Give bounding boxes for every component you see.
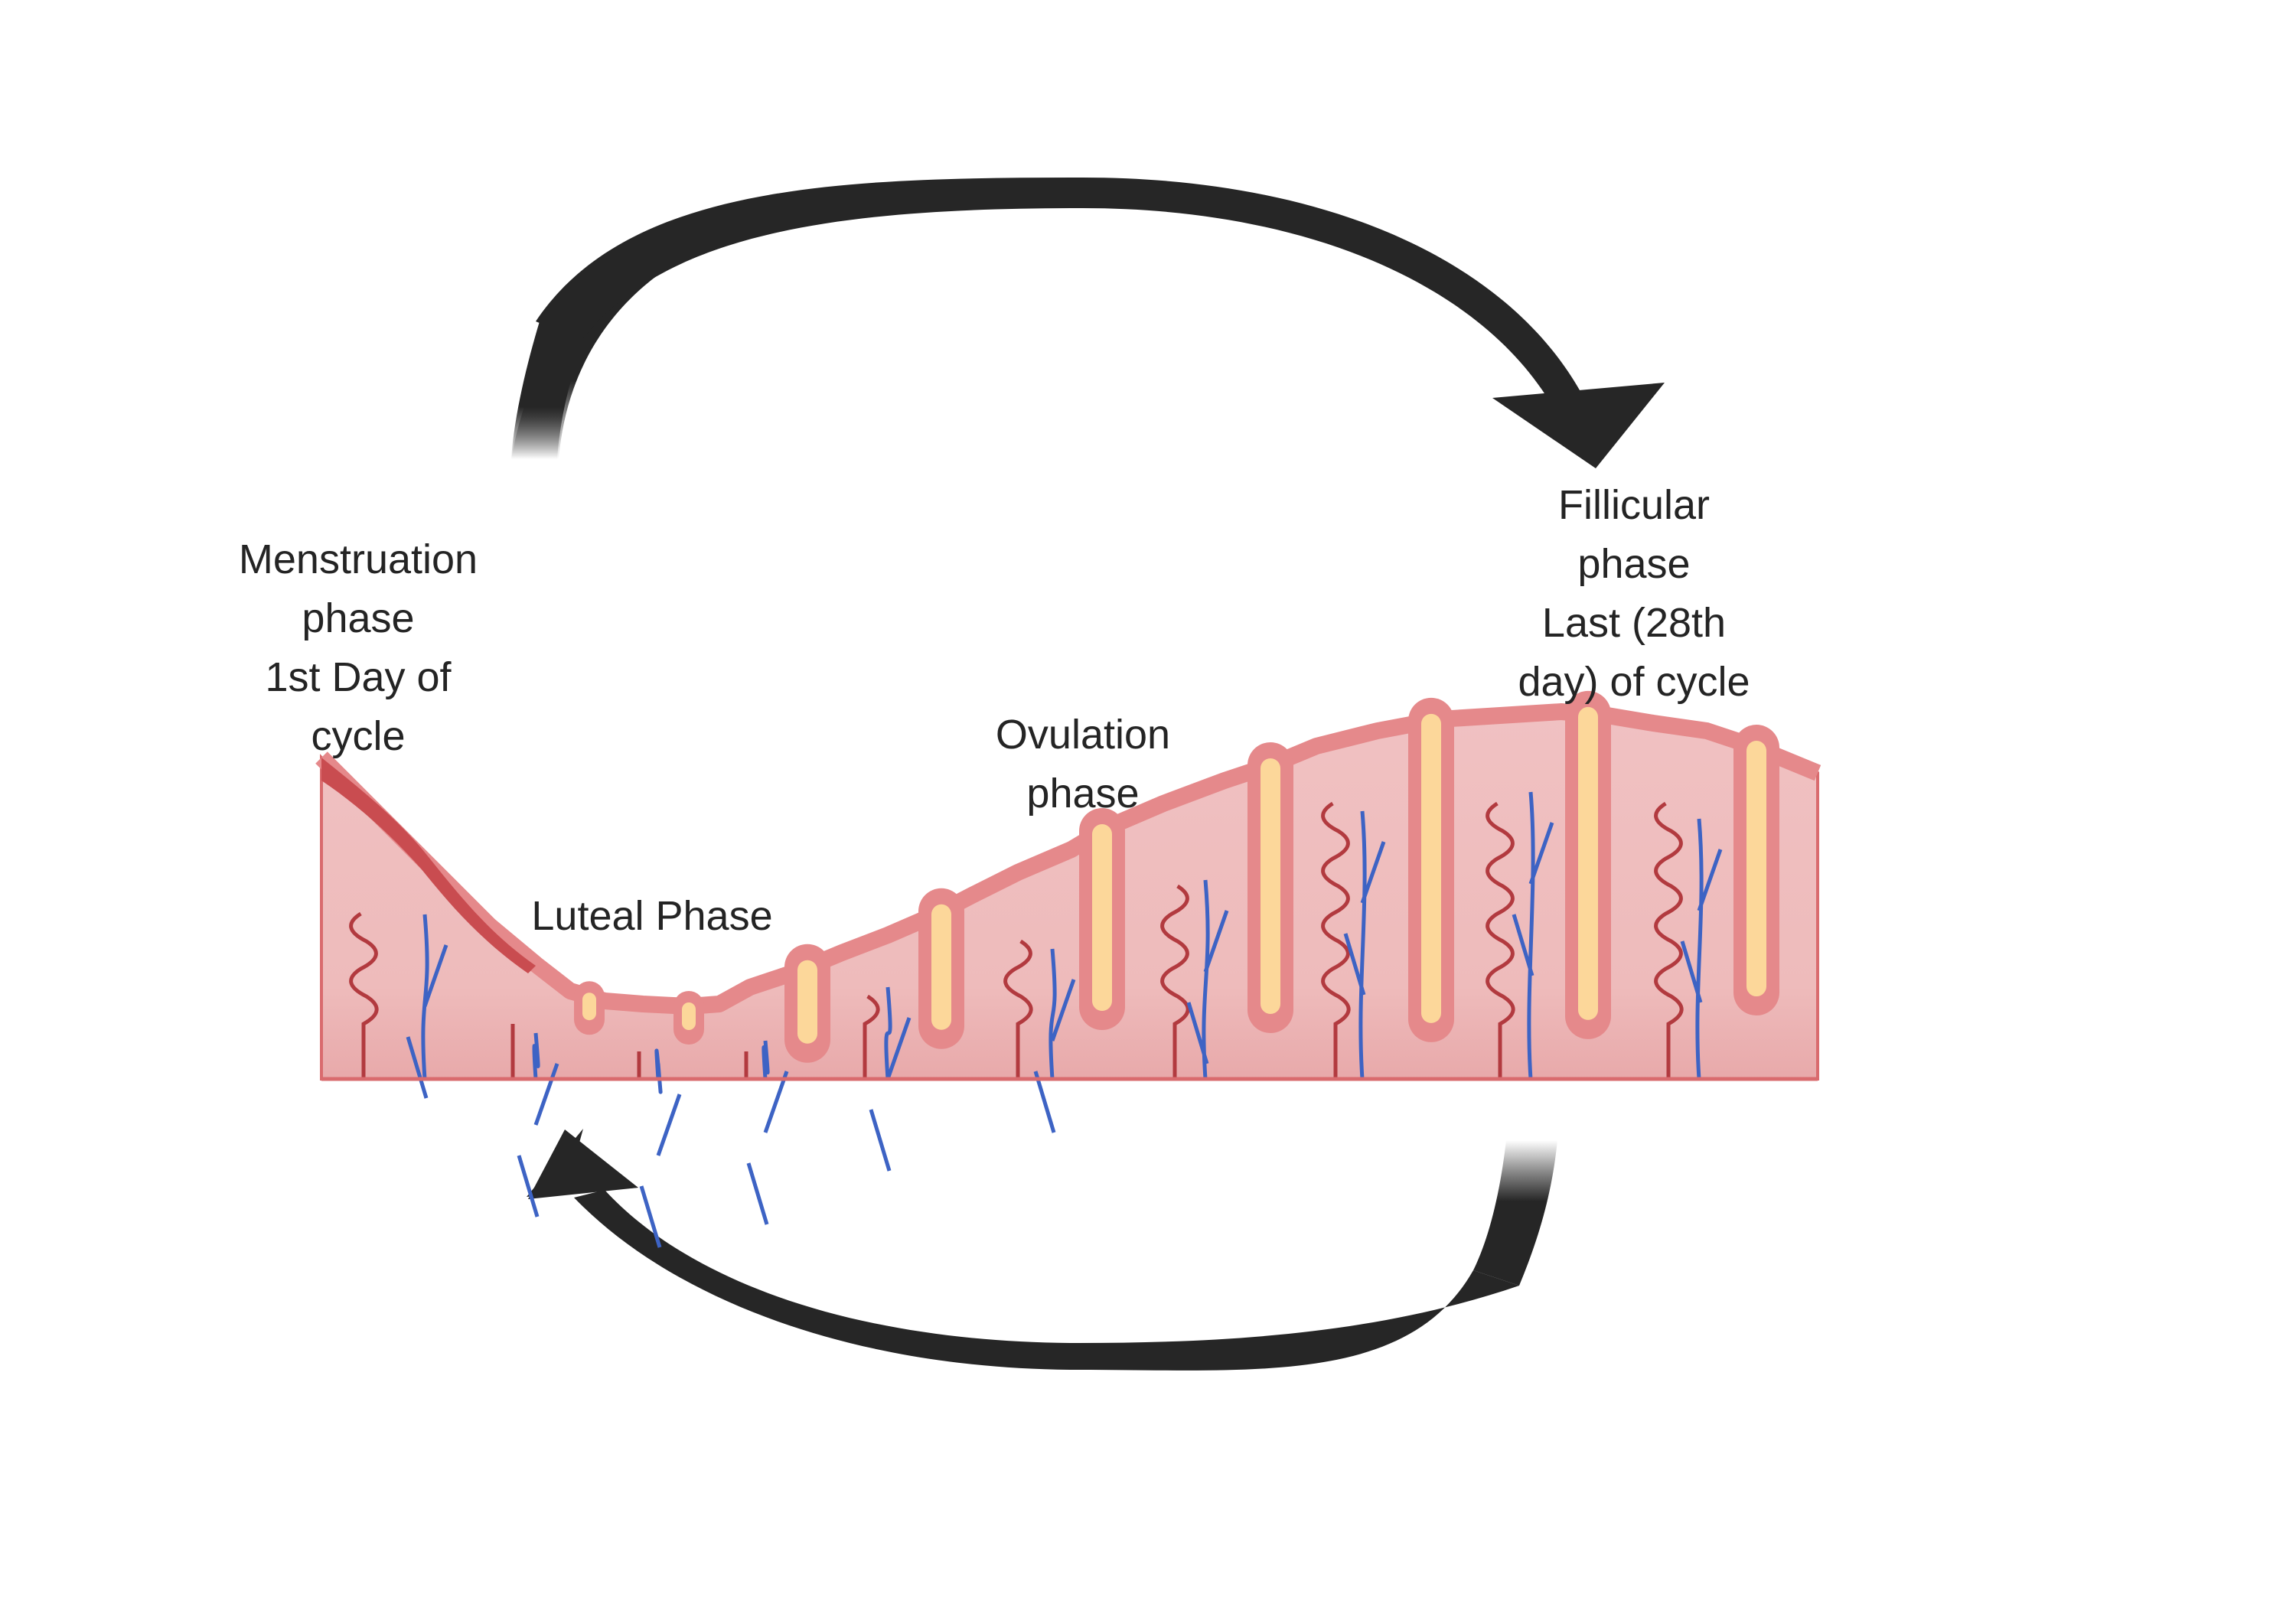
bottom-cycle-arrow xyxy=(527,1129,1557,1371)
ovulation-phase-label: Ovulation phase xyxy=(996,706,1170,823)
top-arrow-head xyxy=(1492,383,1665,468)
spiral-artery xyxy=(349,911,379,1080)
ovulation-line-1: Ovulation xyxy=(995,712,1171,758)
vein xyxy=(1186,879,1229,1080)
vein xyxy=(869,986,912,1172)
menstrual-shedding-layer xyxy=(321,758,536,973)
vein xyxy=(1033,948,1076,1133)
luteal-phase-label: Luteal Phase xyxy=(531,887,772,946)
spiral-artery xyxy=(1003,939,1033,1079)
endometrium-tissue xyxy=(315,690,1821,1248)
follicular-line-1: Fillicular xyxy=(1557,482,1711,528)
top-arrow-shaft-join xyxy=(511,321,585,459)
spiral-artery xyxy=(1486,801,1515,1079)
spiral-artery xyxy=(1654,801,1684,1080)
follicular-line-4: day) of cycle xyxy=(1518,659,1750,705)
surface-epithelium xyxy=(315,703,1821,1015)
top-arrow-shaft xyxy=(536,178,1598,436)
vein xyxy=(1680,818,1723,1080)
vein xyxy=(639,1048,682,1248)
menstruation-line-3: 1st Day of xyxy=(265,654,452,700)
menstruation-line-4: cycle xyxy=(311,713,406,759)
vein xyxy=(1343,810,1386,1080)
follicular-line-2: phase xyxy=(1577,541,1691,587)
menstruation-phase-label: Menstruation phase 1st Day of cycle xyxy=(239,530,478,766)
vein xyxy=(517,1032,559,1217)
bottom-arrow-head-main xyxy=(528,1129,638,1199)
follicular-phase-label: Fillicular phase Last (28th day) of cycl… xyxy=(1518,476,1750,712)
bottom-arrow-shaft xyxy=(574,1190,1519,1371)
menstruation-line-2: phase xyxy=(302,595,415,641)
vein xyxy=(406,914,448,1099)
ovulation-line-2: phase xyxy=(1026,771,1140,817)
top-cycle-arrow xyxy=(511,178,1665,468)
vein xyxy=(746,1040,789,1225)
vein xyxy=(1512,791,1554,1080)
bottom-arrow-fade-segment xyxy=(1473,1140,1557,1286)
luteal-line-1: Luteal Phase xyxy=(531,893,773,939)
spiral-artery xyxy=(1321,801,1351,1079)
follicular-line-3: Last (28th xyxy=(1541,600,1727,646)
spiral-artery xyxy=(863,994,880,1080)
menstruation-line-1: Menstruation xyxy=(238,536,478,582)
spiral-artery xyxy=(1160,884,1190,1080)
